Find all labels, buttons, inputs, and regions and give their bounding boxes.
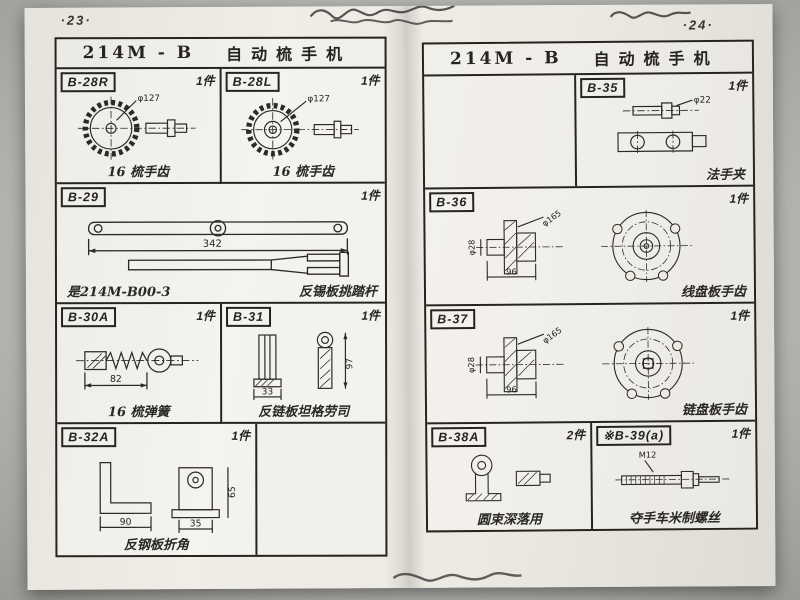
part-qty: 1件 (231, 428, 251, 443)
dim-label: 33 (262, 387, 273, 397)
part-qty: 1件 (361, 308, 381, 323)
dim-label: 82 (110, 374, 122, 385)
part-qty: 1件 (360, 73, 380, 88)
cell-b28r: B-28R 1件 φ127 16 梳手齿 (56, 68, 222, 185)
drawing-gear-b28r: φ127 (77, 94, 196, 160)
drawing-screw-b39: M12 (615, 450, 731, 489)
dim-label: M12 (639, 450, 657, 460)
drawing-plate-b36: φ28 96 φ165 (466, 208, 692, 282)
cell-b37: B-37 1件 φ28 96 φ165 (426, 303, 756, 425)
part-caption-left: 是214M-B00-3 (66, 285, 171, 301)
drawing-spring-b30a: 82 (76, 348, 199, 390)
drawing-gear-b28l: φ127 (241, 94, 360, 160)
page-23-titlebar: 214M - B 自动梳手机 (56, 38, 385, 70)
cell-b30a: B-30A 1件 82 16 梳弹簧 (57, 303, 223, 425)
part-caption: 16 梳手齿 (107, 165, 170, 181)
page-fold (382, 5, 426, 589)
part-qty: 2件 (566, 428, 586, 443)
part-qty: 1件 (195, 73, 215, 88)
drawing-plate-b37: φ28 96 φ165 (466, 325, 695, 400)
dim-label: 342 (203, 239, 222, 250)
cell-b29: B-29 1件 342 是214M-B00-3 反锡板 (56, 183, 386, 305)
dim-label: φ127 (138, 94, 160, 104)
page-number-left: ·23· (60, 12, 92, 28)
part-caption: 法手夹 (705, 167, 746, 183)
part-qty: 1件 (730, 308, 750, 323)
dim-label: 35 (190, 518, 202, 529)
part-qty: 1件 (731, 426, 751, 441)
dim-label: 96 (506, 384, 517, 394)
page-number-right: ·24· (682, 17, 714, 33)
dim-label: 96 (506, 266, 517, 276)
cell-b35: B-35 1件 φ22 法手夹 (574, 73, 754, 187)
part-caption: 反链板坦格劳司 (258, 404, 350, 420)
cell-b28l: B-28L 1件 φ127 16 梳手齿 (221, 68, 385, 184)
paper-sheet: ·23· ·24· 214M - B 自动梳手机 B-28R 1件 (24, 4, 776, 590)
part-caption: 夺手车米制螺丝 (628, 510, 721, 527)
drawing-bracket-b38a (465, 454, 551, 502)
page-23-frame: 214M - B 自动梳手机 B-28R 1件 φ127 16 梳手齿 (54, 36, 388, 558)
dim-label: 97 (345, 358, 355, 369)
drawing-bracket-b32a: 90 35 65 (99, 462, 238, 534)
machine-name: 自动梳手机 (593, 48, 719, 69)
part-qty: 1件 (729, 191, 749, 206)
drawing-lever-b29: 342 (87, 219, 350, 277)
part-caption: 16 梳弹簧 (107, 405, 170, 421)
part-qty: 1件 (728, 78, 748, 93)
dim-label: 90 (120, 517, 132, 528)
machine-name: 自动梳手机 (226, 44, 352, 64)
part-caption: 反钢板折角 (123, 537, 189, 554)
dim-label: φ28 (466, 240, 476, 256)
part-caption: 圆束深落用 (476, 512, 543, 528)
part-qty: 1件 (361, 188, 380, 203)
cell-b31: B-31 1件 33 97 (222, 303, 386, 424)
page-24-titlebar: 214M - B 自动梳手机 (423, 41, 753, 77)
cell-b38a: B-38A 2件 圆束深落用 (427, 422, 594, 531)
dim-label: φ22 (694, 96, 711, 106)
drawing-b31: 33 97 (253, 331, 355, 401)
dim-label: 65 (227, 486, 238, 498)
dim-label: φ165 (540, 208, 563, 228)
part-caption: 16 梳手齿 (272, 164, 335, 180)
cell-b36: B-36 1件 φ28 96 φ165 (425, 186, 755, 307)
dim-label: φ28 (466, 357, 476, 373)
cell-b39: ※B-39(a) 1件 M12 夺手车米制螺丝 (592, 421, 757, 529)
machine-code: 214M - B (82, 42, 195, 64)
machine-code: 214M - B (449, 48, 562, 70)
dim-label: φ127 (308, 94, 330, 104)
part-caption: 链盘板手齿 (681, 402, 748, 419)
page-24-frame: 214M - B 自动梳手机 B-35 1件 φ22 (421, 39, 759, 533)
dim-label: φ165 (540, 325, 563, 346)
drawing-b35: φ22 (617, 96, 711, 154)
part-caption-right: 反锡板挑踏杆 (298, 284, 378, 300)
cell-b32a: B-32A 1件 90 35 65 反钢板折角 (57, 423, 258, 556)
part-qty: 1件 (196, 308, 216, 323)
part-caption: 线盘板手齿 (680, 284, 747, 301)
